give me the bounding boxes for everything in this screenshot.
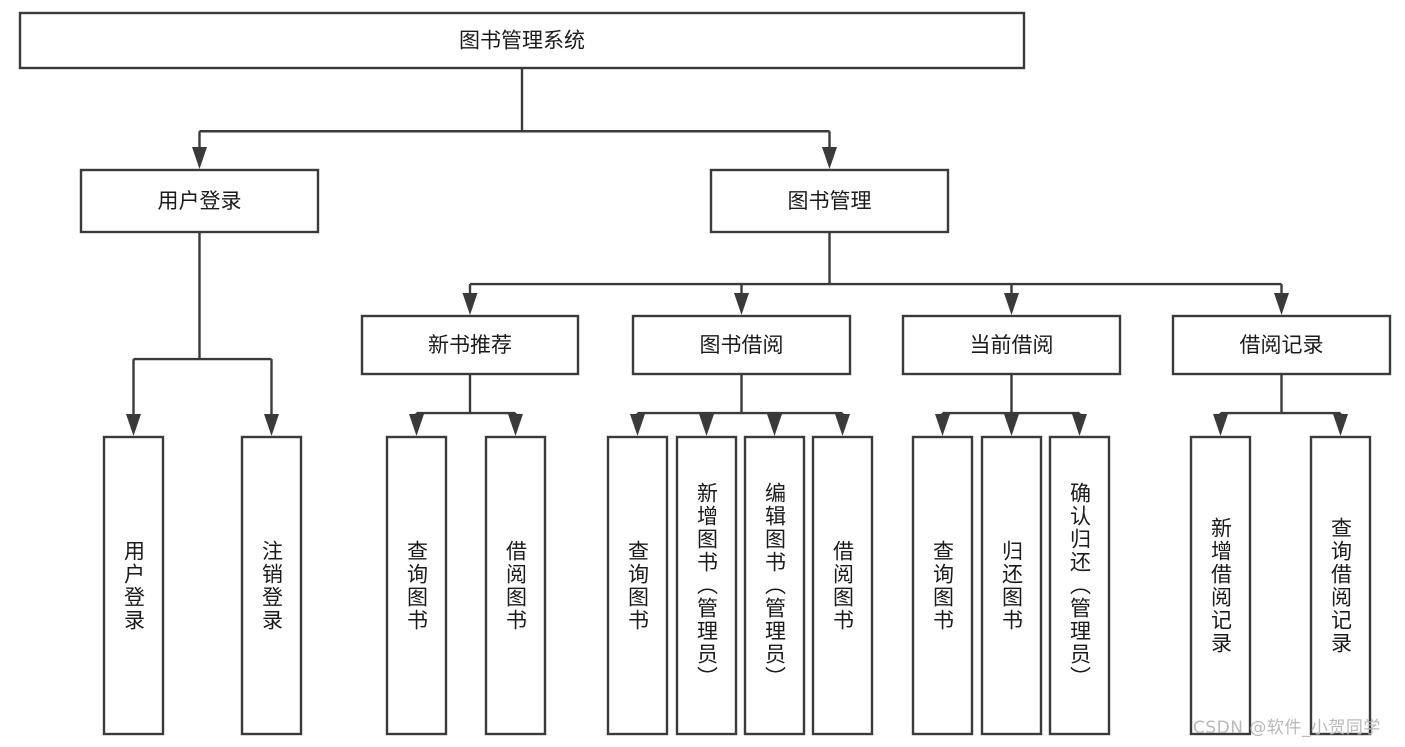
node-label: 图书借阅	[700, 333, 784, 357]
leaf-node-box[interactable]	[240, 435, 303, 736]
node-label: 图书管理	[788, 189, 872, 213]
box-layer	[18, 11, 1392, 736]
leaf-node-box[interactable]	[1048, 435, 1111, 736]
node-label: 当前借阅	[970, 333, 1054, 357]
node-box[interactable]	[709, 168, 950, 234]
leaf-node-box[interactable]	[911, 435, 974, 736]
node-label: 用户登录	[158, 189, 242, 213]
leaf-node-box[interactable]	[1309, 435, 1372, 736]
node-box[interactable]	[631, 314, 852, 376]
node-box[interactable]	[360, 314, 580, 376]
node-box[interactable]	[79, 168, 320, 234]
node-label: 借阅记录	[1240, 333, 1324, 357]
leaf-node-box[interactable]	[675, 435, 738, 736]
leaf-node-box[interactable]	[980, 435, 1043, 736]
csdn-watermark: CSDN @软件_小贺同学	[1193, 718, 1381, 738]
leaf-node-box[interactable]	[811, 435, 874, 736]
node-label: 新书推荐	[428, 333, 512, 357]
node-box[interactable]	[1171, 314, 1392, 376]
leaf-node-box[interactable]	[385, 435, 448, 736]
node-box[interactable]	[18, 11, 1026, 70]
leaf-node-box[interactable]	[606, 435, 669, 736]
node-box[interactable]	[901, 314, 1122, 376]
leaf-node-box[interactable]	[743, 435, 806, 736]
node-label: 图书管理系统	[459, 29, 585, 53]
leaf-node-box[interactable]	[1189, 435, 1252, 736]
connector-layer	[126, 68, 1348, 436]
leaf-node-box[interactable]	[102, 435, 165, 736]
leaf-node-box[interactable]	[484, 435, 547, 736]
